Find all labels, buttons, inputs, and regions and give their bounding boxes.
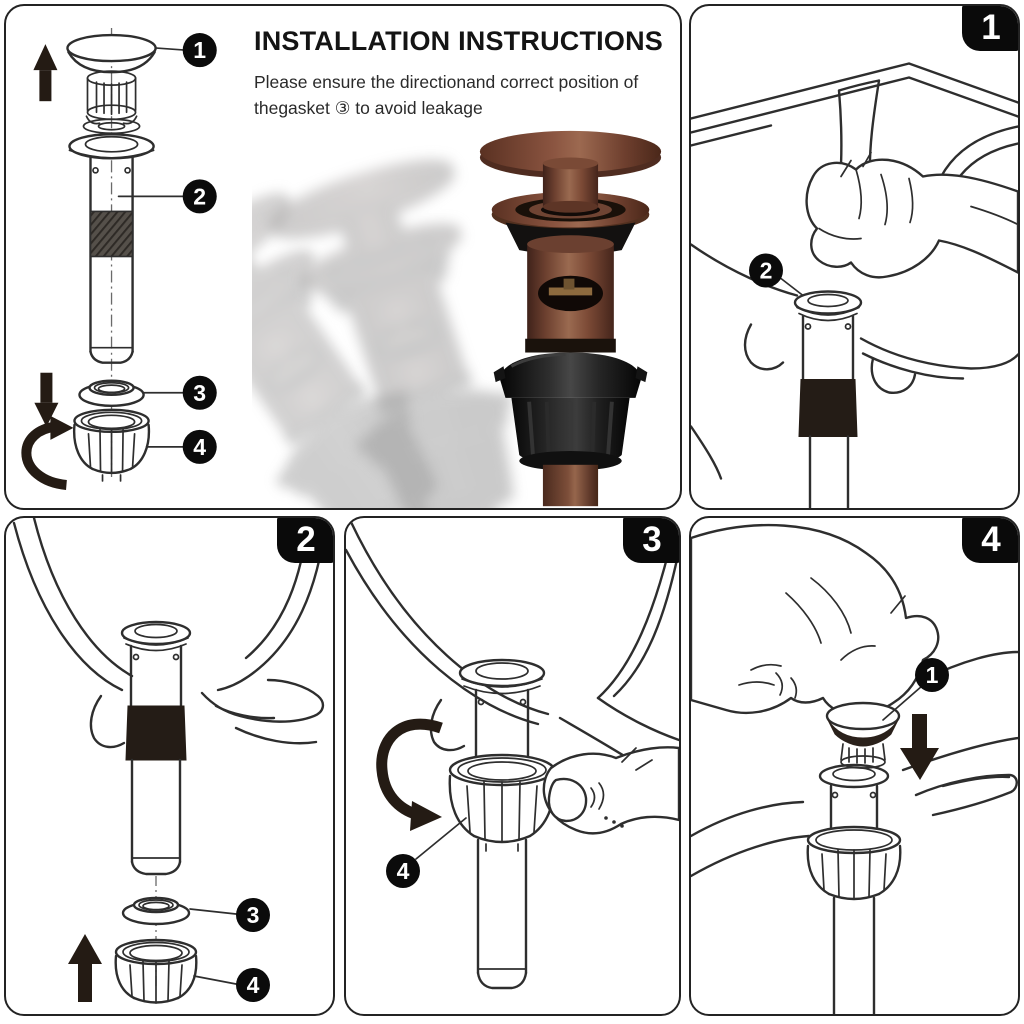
locking-nut-drawing <box>114 938 198 1004</box>
hand-drawing <box>542 746 679 835</box>
callout-locking-nut: 4 <box>182 429 217 464</box>
panel-step-2: 2 <box>4 516 335 1016</box>
svg-text:4: 4 <box>397 858 410 884</box>
step-2-illustration: 3 4 <box>12 518 328 1004</box>
part-locking-nut-drawing <box>72 408 151 482</box>
arrow-up-icon <box>68 934 102 1002</box>
callout-stopper: 1 <box>915 658 949 692</box>
callout-drain-body: 2 <box>182 179 217 214</box>
leader-line <box>780 277 804 297</box>
drain-assembly-drawing <box>806 763 902 1014</box>
callout-locking-nut: 4 <box>386 854 420 888</box>
locking-nut-drawing <box>448 753 556 852</box>
step-1-illustration: 2 <box>691 62 1018 508</box>
part-gasket-drawing <box>78 379 145 407</box>
hand-drawing <box>691 523 940 717</box>
callout-locking-nut: 4 <box>236 968 270 1002</box>
panel-step-4: 4 <box>689 516 1020 1016</box>
panel-overview: INSTALLATION INSTRUCTIONS Please ensure … <box>4 4 682 510</box>
svg-text:1: 1 <box>926 662 939 688</box>
rotate-arrow-icon <box>21 415 74 490</box>
callout-gasket: 3 <box>182 375 217 410</box>
arrow-down-icon <box>34 372 59 427</box>
callout-gasket: 3 <box>236 898 270 932</box>
hand-drawing <box>805 151 1018 279</box>
callout-stopper: 1 <box>182 33 217 68</box>
callout-drain-body: 2 <box>749 253 783 288</box>
sink-drawing <box>12 518 328 749</box>
svg-text:3: 3 <box>193 380 206 406</box>
drain-body-drawing <box>120 620 192 988</box>
step-3-illustration: 4 <box>346 518 679 990</box>
exploded-diagram: 1 2 <box>21 28 217 490</box>
svg-text:4: 4 <box>193 434 206 460</box>
page-title: INSTALLATION INSTRUCTIONS <box>254 26 663 56</box>
leader-line <box>882 685 923 721</box>
svg-text:2: 2 <box>760 258 773 284</box>
leader-line <box>193 975 237 985</box>
tailpipe-drawing <box>476 838 528 990</box>
step-number-badge: 4 <box>962 518 1018 563</box>
subtitle-line-2: thegasket ③ to avoid leakage <box>254 98 483 119</box>
svg-text:4: 4 <box>247 972 260 998</box>
leader-line <box>189 908 237 915</box>
drain-body-drawing <box>793 290 863 508</box>
gasket-drawing <box>121 896 191 926</box>
leader-line <box>155 47 186 51</box>
stopper-drawing <box>825 701 901 769</box>
page-subtitle: Please ensure the directionand correct p… <box>254 69 674 122</box>
part-stopper-drawing <box>66 33 157 135</box>
panel-step-1: 1 <box>689 4 1020 510</box>
step-number-badge: 3 <box>623 518 679 563</box>
panel-step-3: 3 <box>344 516 681 1016</box>
svg-text:1: 1 <box>193 37 206 63</box>
part-drain-body-drawing <box>68 133 155 364</box>
header: INSTALLATION INSTRUCTIONS Please ensure … <box>254 26 674 122</box>
step-4-illustration: 1 <box>691 523 1018 1014</box>
arrow-up-icon <box>33 44 58 102</box>
sink-drawing <box>691 62 1018 480</box>
svg-text:2: 2 <box>193 183 206 209</box>
step-number-badge: 2 <box>277 518 333 563</box>
leader-line <box>415 817 467 860</box>
subtitle-line-1: Please ensure the directionand correct p… <box>254 72 639 92</box>
step-number-badge: 1 <box>962 6 1018 51</box>
rotate-arrow-icon <box>376 718 443 831</box>
svg-text:3: 3 <box>247 902 260 928</box>
drain-body-drawing <box>458 658 546 764</box>
arrow-down-icon <box>900 714 939 780</box>
